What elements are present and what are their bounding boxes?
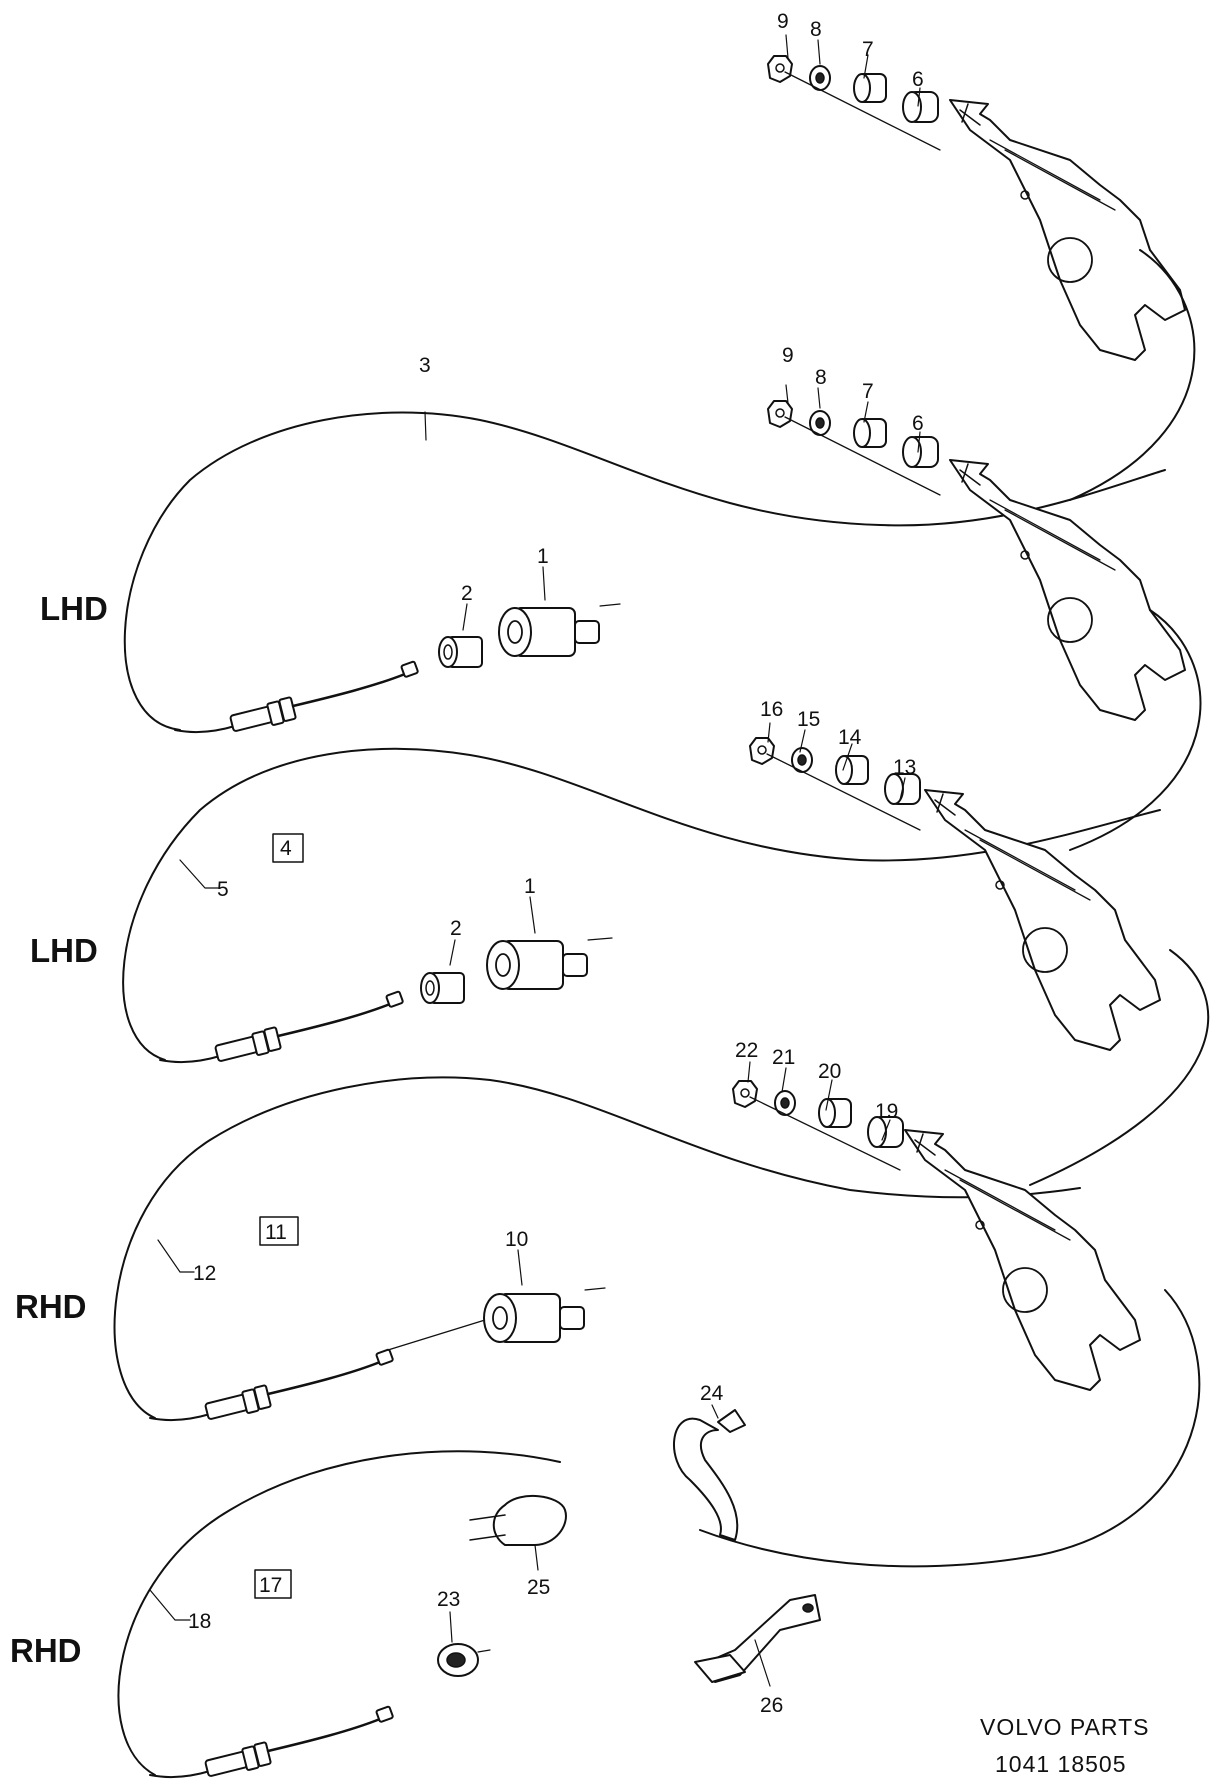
diagram-number: 1041 18505 (995, 1751, 1127, 1777)
callout-7-top: 7 (862, 38, 874, 61)
callout-16: 16 (760, 698, 783, 721)
reference-box-4 (272, 833, 304, 863)
callout-6-top: 6 (912, 68, 924, 91)
release-fork-top (949, 99, 1186, 361)
top-hardware-set (767, 55, 941, 151)
lhd-assembly-2 (122, 722, 1210, 1186)
top-set-callouts: 9 8 7 6 (777, 10, 924, 107)
callout-11-box: 11 (265, 1221, 287, 1244)
cable-loop-5 (122, 747, 1161, 1061)
callout-1-lhd1: 1 (537, 545, 549, 568)
callout-20: 20 (818, 1060, 841, 1083)
callout-23: 23 (437, 1588, 460, 1611)
callout-22: 22 (735, 1039, 758, 1062)
callout-25: 25 (527, 1576, 550, 1599)
variant-label-lhd-1: LHD (40, 590, 108, 627)
callout-26: 26 (760, 1694, 783, 1717)
callout-5: 5 (217, 878, 229, 901)
callout-21: 21 (772, 1046, 795, 1069)
callout-9-lhd1: 9 (782, 344, 794, 367)
callout-17-box: 17 (259, 1574, 282, 1597)
reference-box-17 (254, 1569, 292, 1599)
callout-4-box: 4 (280, 837, 292, 860)
callout-3: 3 (419, 354, 431, 377)
variant-label-rhd-2: RHD (10, 1632, 82, 1669)
cable-loop-18 (117, 1450, 561, 1776)
callout-15: 15 (797, 708, 820, 731)
variant-label-lhd-2: LHD (30, 932, 98, 969)
rhd-assembly-2 (117, 1450, 561, 1779)
callout-13: 13 (893, 756, 916, 779)
cable-clamp-25 (469, 1494, 567, 1571)
callout-24: 24 (700, 1382, 724, 1405)
cable-loop-top-tail (1069, 249, 1196, 501)
publisher-label: VOLVO PARTS (980, 1714, 1150, 1740)
cable-clip-24 (673, 1404, 746, 1541)
callout-19: 19 (875, 1100, 898, 1123)
rhd-assembly-1 (113, 1061, 1201, 1568)
cable-loop-12 (113, 1076, 1081, 1419)
callout-8-top: 8 (810, 18, 822, 41)
callout-6-lhd1: 6 (912, 412, 924, 435)
callout-1-lhd2: 1 (524, 875, 536, 898)
reference-box-11 (259, 1216, 299, 1246)
callout-2-lhd2: 2 (450, 917, 462, 940)
callout-7-lhd1: 7 (862, 380, 874, 403)
lhd-assembly-1 (123, 384, 1202, 851)
bracket-26 (694, 1594, 821, 1687)
callout-9-top: 9 (777, 10, 789, 33)
cable-loop-3 (123, 411, 1166, 731)
callout-18: 18 (188, 1610, 211, 1633)
callout-10: 10 (505, 1228, 528, 1251)
callout-8-lhd1: 8 (815, 366, 827, 389)
callout-14: 14 (838, 726, 862, 749)
variant-label-rhd-1: RHD (15, 1288, 87, 1325)
callout-12: 12 (193, 1262, 216, 1285)
callout-2-lhd1: 2 (461, 582, 473, 605)
